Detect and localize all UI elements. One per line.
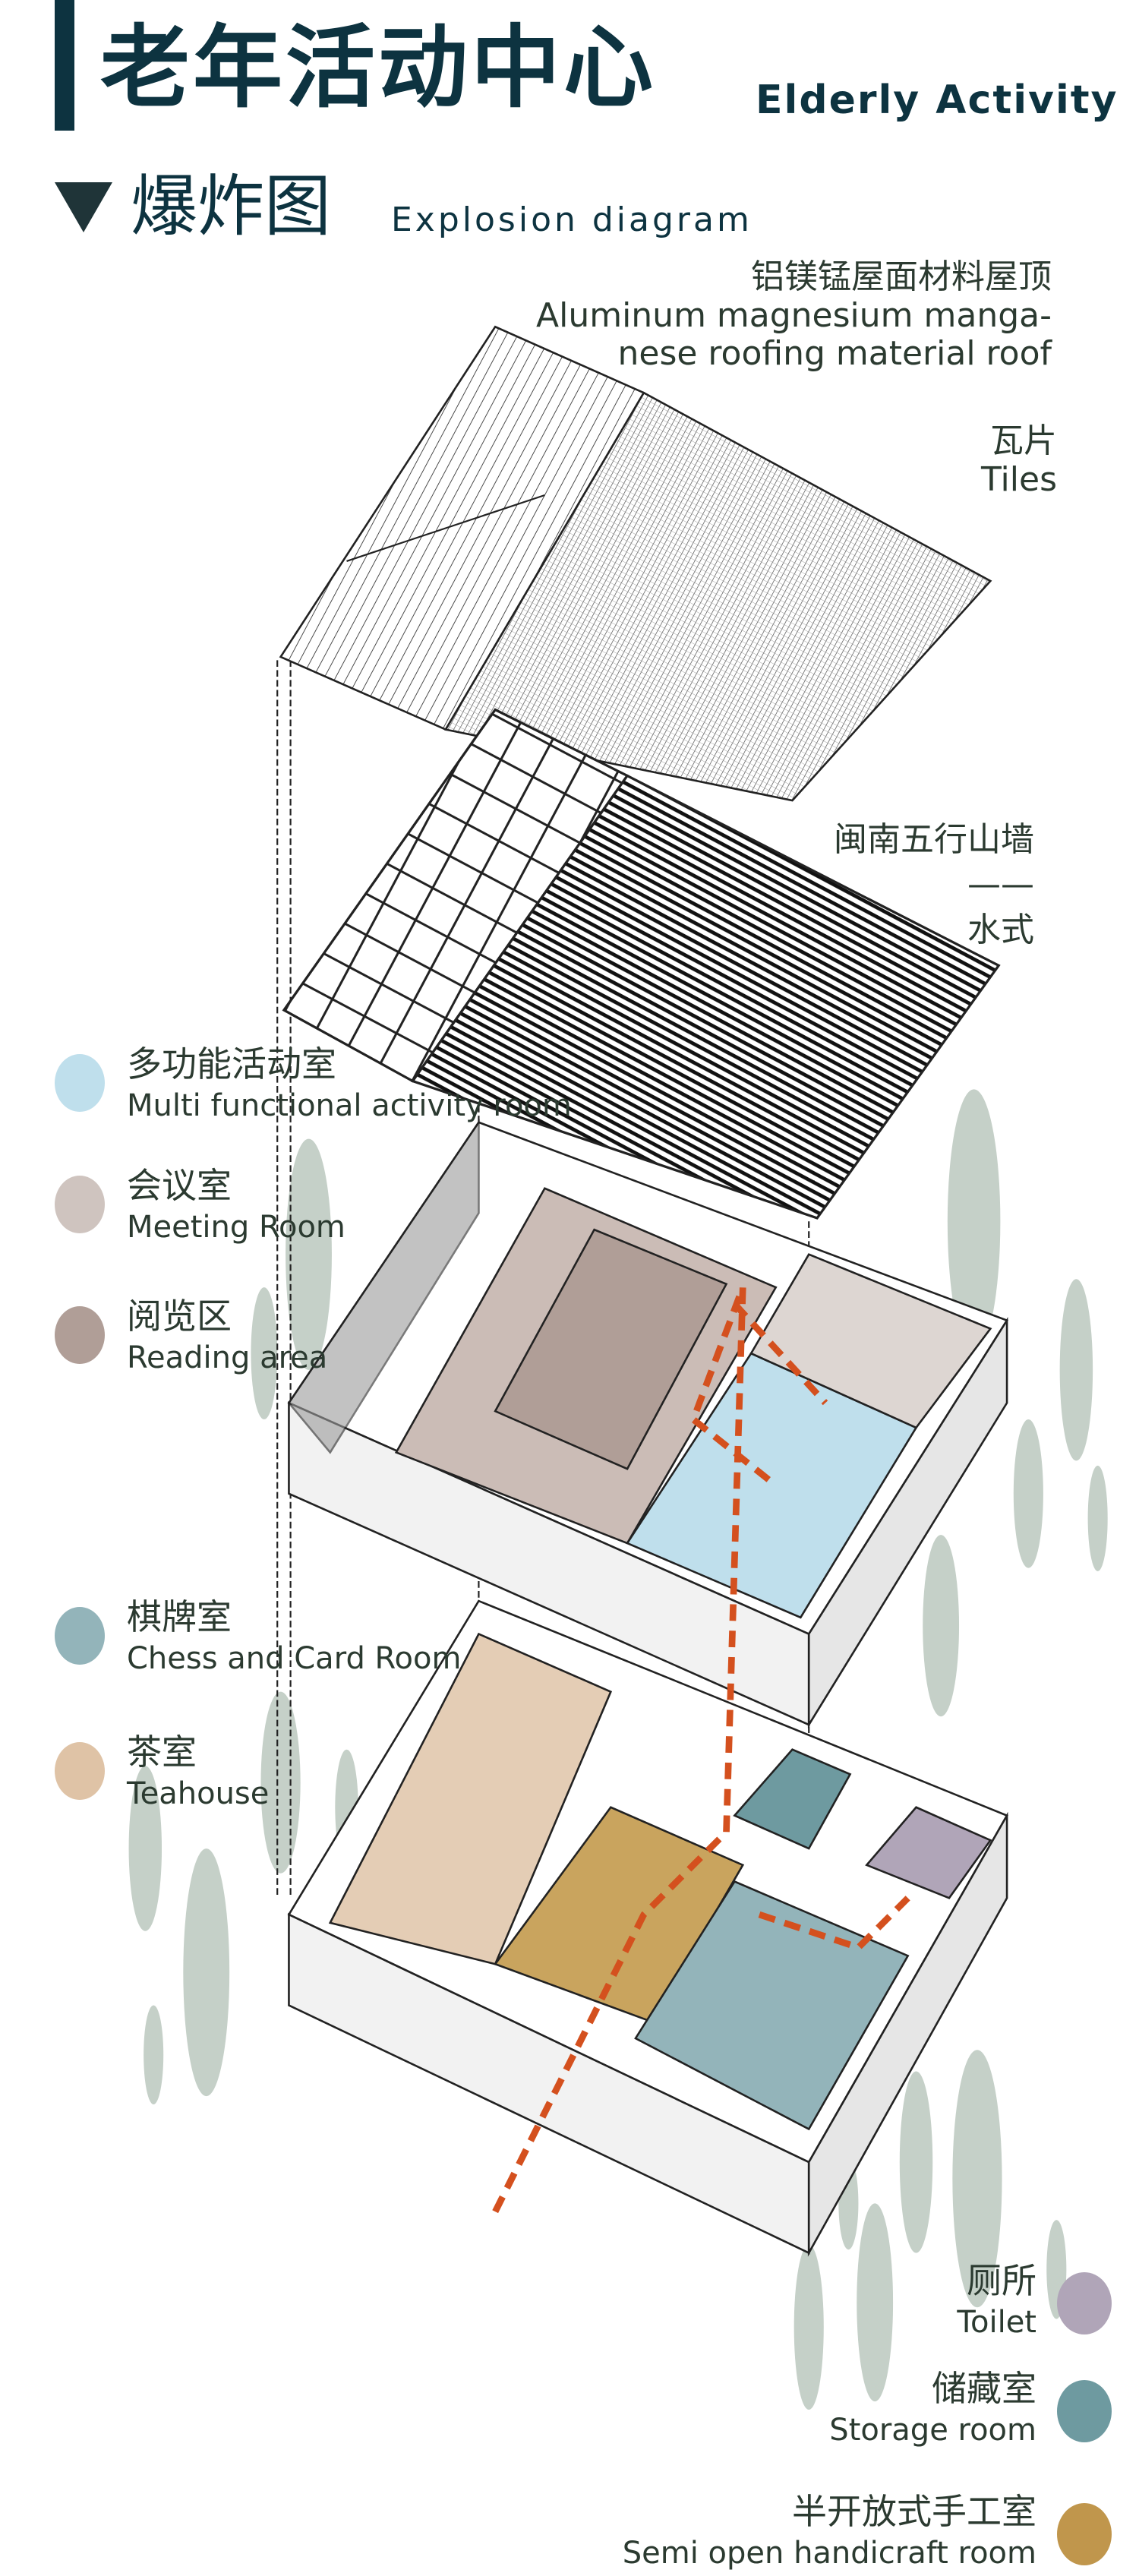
section-title: 爆炸图 bbox=[131, 167, 332, 245]
ground-floor bbox=[287, 1599, 1008, 2257]
triangle-down-icon bbox=[55, 182, 112, 232]
legend-label-en: Storage room bbox=[829, 2413, 1036, 2448]
legend-label-cn: 棋牌室 bbox=[127, 1596, 232, 1637]
title-accent-bar bbox=[55, 0, 74, 131]
legend-label-cn: 会议室 bbox=[127, 1165, 232, 1206]
roof-label-cn: 铝镁锰屋面材料屋顶 bbox=[751, 257, 1052, 296]
roof-annotation: 铝镁锰屋面材料屋顶 Aluminum magnesium manga- nese… bbox=[536, 257, 1052, 374]
gable-label-cn: 闽南五行山墙 bbox=[834, 820, 1034, 859]
legend-label-en: Chess and Card Room bbox=[127, 1641, 462, 1676]
legend-label-cn: 厕所 bbox=[967, 2260, 1036, 2301]
page-title: 老年活动中心 bbox=[100, 15, 657, 120]
tiles-label-en: Tiles bbox=[981, 459, 1057, 499]
roof-frame-layer bbox=[282, 708, 1001, 1220]
legend-label-cn: 茶室 bbox=[127, 1732, 197, 1773]
legend-swatch bbox=[55, 1306, 105, 1364]
legend-item-toilet: 厕所 Toilet bbox=[532, 2262, 1139, 2345]
legend-swatch bbox=[55, 1176, 105, 1233]
legend-swatch bbox=[1057, 2272, 1112, 2334]
legend-label-en: Meeting Room bbox=[127, 1210, 345, 1245]
legend-label-cn: 储藏室 bbox=[932, 2368, 1036, 2409]
section-title-english: Explosion diagram bbox=[391, 200, 752, 239]
legend-label-cn: 阅览区 bbox=[127, 1296, 232, 1337]
upper-floor bbox=[287, 1119, 1009, 1728]
gable-label-type: 水式 bbox=[967, 910, 1034, 949]
legend-label-en: Semi open handicraft room bbox=[622, 2536, 1036, 2571]
roof-layer bbox=[279, 325, 992, 802]
tiles-label-cn: 瓦片 bbox=[990, 421, 1057, 460]
legend-label-en: Teahouse bbox=[127, 1776, 270, 1811]
page-title-english: Elderly Activity bbox=[756, 77, 1118, 123]
gable-annotation: 闽南五行山墙 —— 水式 bbox=[834, 817, 1034, 952]
legend-swatch bbox=[1057, 2503, 1112, 2565]
roof-label-en-1: Aluminum magnesium manga- bbox=[536, 295, 1052, 335]
roof-label-en-2: nese roofing material roof bbox=[617, 334, 1052, 374]
legend-label-cn: 多功能活动室 bbox=[127, 1043, 336, 1084]
legend-swatch bbox=[55, 1054, 105, 1112]
legend-label-en: Multi functional activity room bbox=[127, 1088, 572, 1123]
legend-label-cn: 半开放式手工室 bbox=[792, 2491, 1036, 2532]
tree-group bbox=[128, 1089, 1108, 2410]
legend-label-en: Reading area bbox=[127, 1340, 328, 1375]
legend-swatch bbox=[1057, 2380, 1112, 2442]
legend-swatch bbox=[55, 1742, 105, 1800]
circulation-path bbox=[492, 1286, 910, 2214]
legend-swatch bbox=[55, 1607, 105, 1665]
legend-item-storage-room: 储藏室 Storage room bbox=[532, 2369, 1139, 2453]
legend-label-en: Toilet bbox=[957, 2305, 1036, 2340]
legend-item-handicraft-room: 半开放式手工室 Semi open handicraft room bbox=[532, 2492, 1139, 2576]
gable-label-dash: —— bbox=[967, 865, 1034, 904]
tiles-annotation: 瓦片 Tiles bbox=[981, 421, 1057, 499]
